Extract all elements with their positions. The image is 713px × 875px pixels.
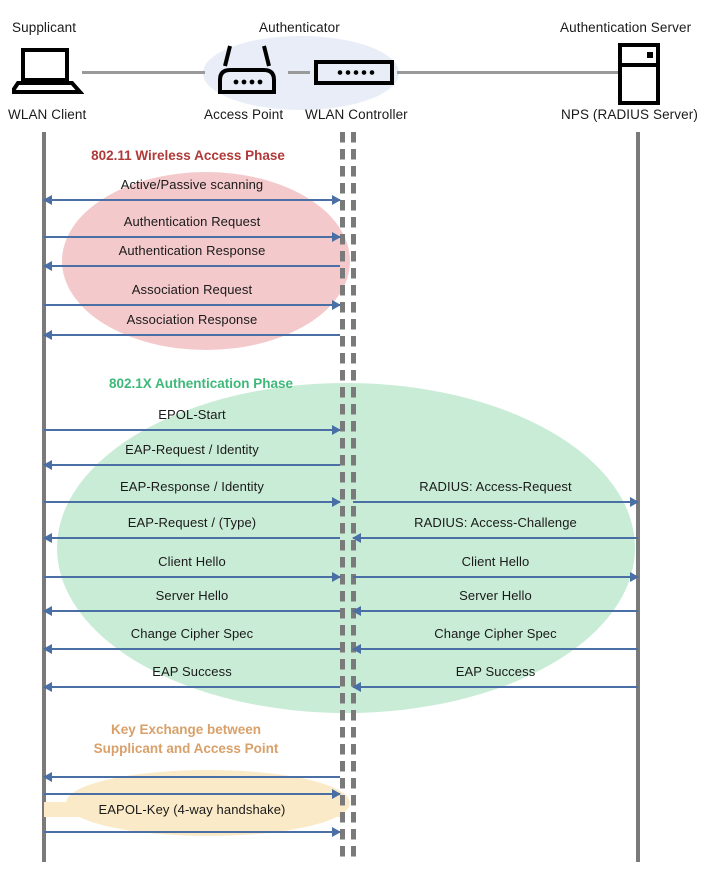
arrow-head-right-icon: [332, 232, 341, 242]
arrow-line: [353, 576, 638, 578]
server-icon: [618, 43, 660, 110]
message-label: Server Hello: [155, 588, 229, 603]
message-label: EPOL-Start: [158, 407, 226, 422]
message-label: EAP Success: [455, 664, 536, 679]
message-label: RADIUS: Access-Challenge: [414, 515, 577, 530]
arrow-line: [44, 501, 340, 503]
lifeline-authenticator-right: [351, 132, 356, 862]
message-label: Change Cipher Spec: [130, 626, 254, 641]
message-label: EAPOL-Key (4-way handshake): [44, 802, 340, 817]
arrow-line: [44, 537, 340, 539]
arrow-line: [44, 648, 340, 650]
actor-device-access-point: Access Point: [204, 107, 284, 122]
wire-controller-to-server: [397, 71, 618, 74]
message-label: EAP-Response / Identity: [120, 479, 264, 494]
laptop-icon: [8, 48, 85, 99]
arrow-head-right-icon: [332, 572, 341, 582]
message-label: Server Hello: [459, 588, 532, 603]
arrow-line: [44, 265, 340, 267]
arrow-head-left-icon: [43, 772, 52, 782]
message-label: Active/Passive scanning: [120, 177, 264, 192]
phase-label-wireless: 802.11 Wireless Access Phase: [91, 148, 285, 163]
message-label: EAP Success: [152, 664, 232, 679]
message-label: Authentication Request: [123, 214, 261, 229]
arrow-head-left-icon: [43, 644, 52, 654]
phase-ellipse-dot1x: [57, 383, 635, 713]
arrow-line: [44, 831, 340, 833]
arrow-head-right-icon: [332, 300, 341, 310]
arrow-line: [44, 776, 340, 778]
wire-ap-to-controller: [288, 71, 310, 74]
message-label: Client Hello: [461, 554, 530, 569]
actor-device-nps-server: NPS (RADIUS Server): [561, 107, 698, 122]
wlan-controller-icon: [314, 60, 394, 91]
arrow-line: [44, 576, 340, 578]
message-label: Authentication Response: [118, 243, 266, 258]
message-label: EAP-Request / Identity: [125, 442, 259, 457]
lifeline-supplicant: [42, 132, 46, 862]
actor-role-authenticator: Authenticator: [259, 20, 340, 35]
wire-client-to-ap: [82, 71, 205, 74]
arrow-line: [44, 610, 340, 612]
arrow-head-left-icon: [352, 606, 361, 616]
actor-role-supplicant: Supplicant: [12, 20, 77, 35]
arrow-line: [353, 686, 638, 688]
arrow-head-left-icon: [352, 533, 361, 543]
lifeline-authenticator-left: [340, 132, 345, 862]
arrow-head-right-icon: [332, 497, 341, 507]
arrow-head-left-icon: [43, 261, 52, 271]
arrow-line: [44, 334, 340, 336]
arrow-head-left-icon: [352, 682, 361, 692]
arrow-head-left-icon: [352, 644, 361, 654]
actor-device-wlan-client: WLAN Client: [8, 107, 87, 122]
arrow-line: [44, 429, 340, 431]
message-label: Association Request: [131, 282, 253, 297]
phase-ellipse-wireless: [62, 172, 350, 350]
phase-label-key: Key Exchange between Supplicant and Acce…: [0, 720, 372, 758]
message-label: EAP-Request / (Type): [127, 515, 257, 530]
arrow-head-right-icon: [332, 425, 341, 435]
message-label: Association Response: [126, 312, 258, 327]
arrow-head-left-icon: [43, 460, 52, 470]
arrow-line: [353, 537, 638, 539]
arrow-head-right-icon: [332, 195, 341, 205]
arrow-line: [44, 304, 340, 306]
arrow-head-left-icon: [43, 195, 52, 205]
actor-role-auth-server: Authentication Server: [560, 20, 692, 35]
arrow-head-right-icon: [630, 497, 639, 507]
arrow-head-right-icon: [332, 827, 341, 837]
message-label: Change Cipher Spec: [434, 626, 557, 641]
actor-device-wlan-controller: WLAN Controller: [305, 107, 408, 122]
arrow-line: [44, 464, 340, 466]
phase-label-dot1x: 802.1X Authentication Phase: [108, 376, 294, 391]
arrow-head-left-icon: [43, 682, 52, 692]
phase-label-key-line-2: Supplicant and Access Point: [93, 741, 279, 756]
arrow-line: [353, 610, 638, 612]
arrow-line: [44, 686, 340, 688]
message-label: RADIUS: Access-Request: [419, 479, 572, 494]
arrow-line: [44, 199, 340, 201]
access-point-icon: [216, 44, 278, 101]
arrow-line: [44, 236, 340, 238]
arrow-head-left-icon: [43, 533, 52, 543]
arrow-head-left-icon: [43, 606, 52, 616]
arrow-head-right-icon: [630, 572, 639, 582]
phase-label-key-line-1: Key Exchange between: [110, 722, 262, 737]
arrow-head-right-icon: [332, 789, 341, 799]
arrow-line: [353, 648, 638, 650]
arrow-line: [353, 501, 638, 503]
arrow-head-left-icon: [43, 330, 52, 340]
message-label: Client Hello: [158, 554, 226, 569]
arrow-line: [44, 793, 340, 795]
